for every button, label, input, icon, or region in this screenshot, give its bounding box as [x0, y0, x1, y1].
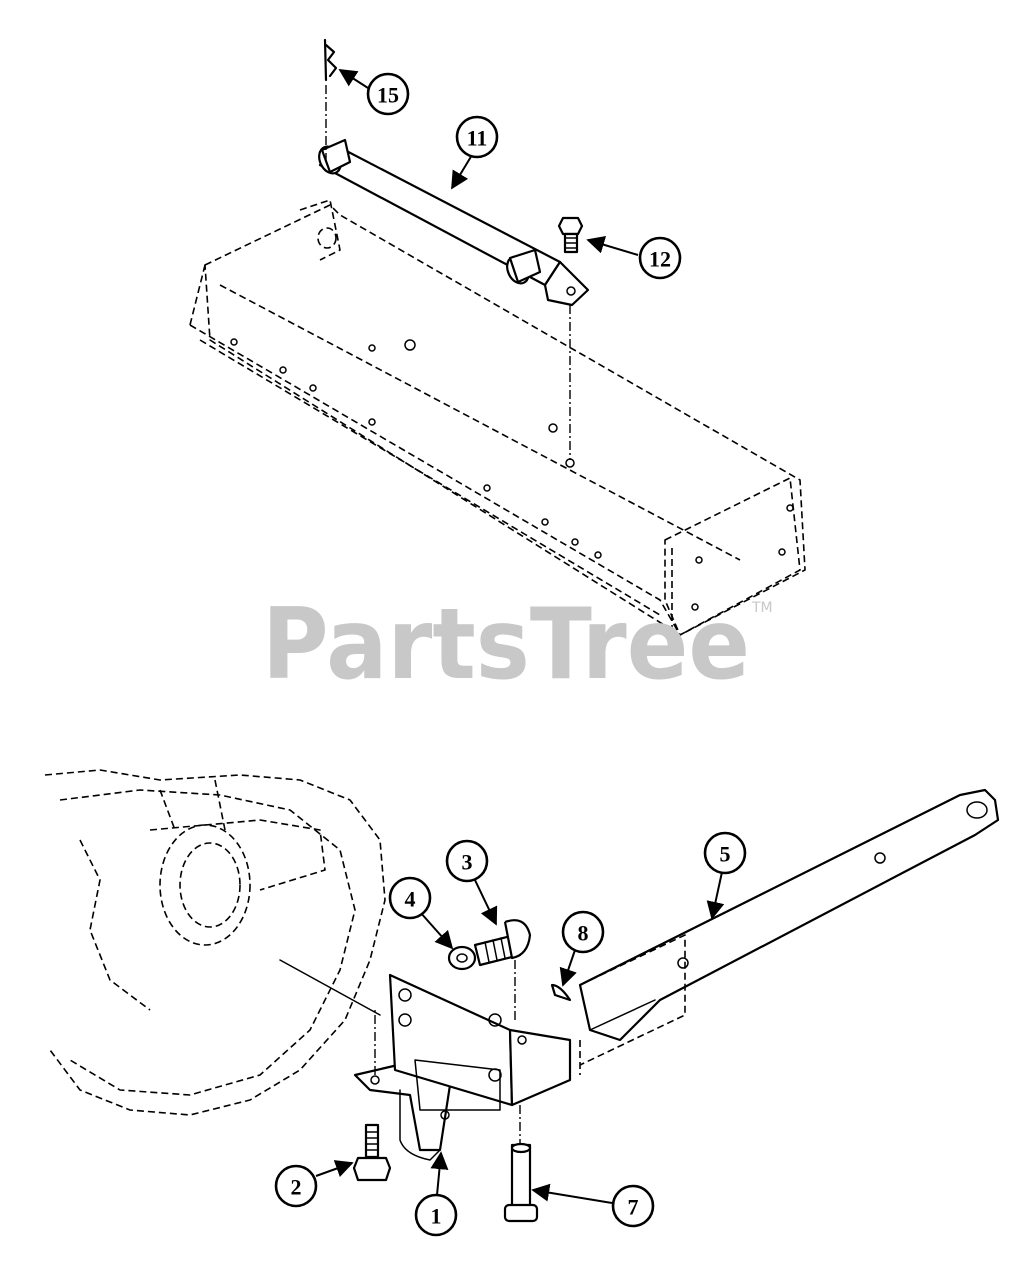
callout-11: 11 [455, 115, 499, 159]
svg-text:4: 4 [405, 887, 416, 912]
svg-text:2: 2 [291, 1175, 302, 1200]
watermark-trademark: TM [751, 600, 773, 616]
washer-part-4 [447, 945, 477, 971]
drawbar-part-5 [578, 788, 1000, 1075]
svg-text:7: 7 [628, 1195, 639, 1220]
cotter-pin-part-8 [550, 983, 572, 1002]
svg-text:5: 5 [720, 842, 731, 867]
callout-7: 7 [611, 1184, 655, 1228]
callout-3: 3 [445, 839, 489, 883]
bolt-part-2 [352, 1123, 392, 1182]
partstree-watermark: PartsTree TM [262, 588, 773, 702]
svg-text:8: 8 [578, 921, 589, 946]
callout-1: 1 [414, 1193, 458, 1237]
bolt-part-3 [473, 919, 532, 1020]
leader-lines [315, 69, 725, 1204]
callout-4: 4 [388, 876, 432, 920]
callout-5: 5 [703, 831, 747, 875]
transmission-housing [44, 769, 386, 1116]
frame-rail-assembly [189, 199, 806, 636]
pin-part-7 [503, 1105, 539, 1223]
svg-text:12: 12 [649, 247, 671, 272]
pin-bracket-part-11 [318, 138, 590, 307]
svg-text:1: 1 [431, 1204, 442, 1229]
callout-8: 8 [561, 910, 605, 954]
watermark-brand: PartsTree [262, 588, 750, 702]
callout-15: 15 [366, 72, 410, 116]
hitch-bracket-part-1 [279, 959, 572, 1161]
svg-text:3: 3 [462, 850, 473, 875]
hairpin-part-15 [323, 38, 338, 160]
svg-text:15: 15 [377, 83, 399, 108]
bolt-part-12 [557, 216, 584, 468]
callout-2: 2 [274, 1164, 318, 1208]
callout-12: 12 [638, 236, 682, 280]
svg-text:11: 11 [467, 126, 488, 151]
